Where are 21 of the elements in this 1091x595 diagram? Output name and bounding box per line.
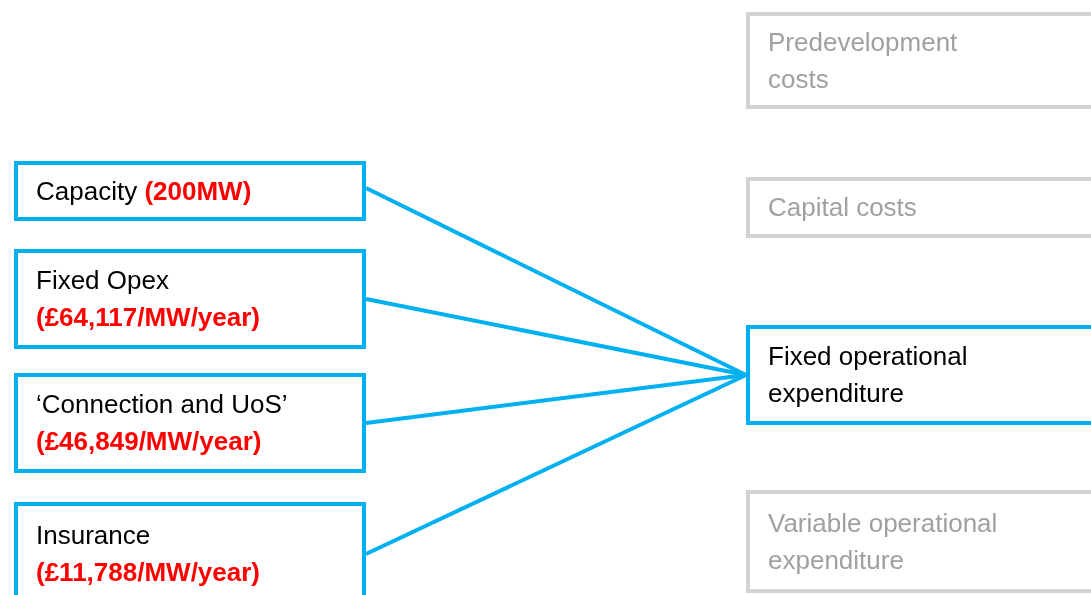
- connector-line: [365, 373, 747, 425]
- label-text: Capacity (200MW): [36, 174, 253, 208]
- label-text: Variable operational expenditure: [768, 506, 999, 577]
- value-text: (£11,788/MW/year): [36, 556, 261, 589]
- inactive-category-box: [746, 490, 1091, 593]
- label-text: Fixed operational expenditure: [768, 340, 969, 410]
- input-box: [14, 373, 366, 473]
- category-box: [746, 325, 1091, 425]
- label-text: ‘Connection and UoS’: [36, 388, 289, 421]
- label-text: Capital costs: [768, 191, 918, 224]
- inactive-category-box: [746, 177, 1091, 238]
- value-text: (£46,849/MW/year): [36, 425, 263, 458]
- input-box: [14, 161, 366, 221]
- inactive-category-box: [746, 12, 1091, 109]
- input-box: [14, 502, 366, 595]
- label-text: Insurance: [36, 519, 152, 552]
- input-box: [14, 249, 366, 349]
- value-text: (£64,117/MW/year): [36, 301, 261, 334]
- connector-line: [365, 297, 747, 377]
- label-text: Fixed Opex: [36, 264, 170, 297]
- label-text: Predevelopment costs: [768, 25, 959, 96]
